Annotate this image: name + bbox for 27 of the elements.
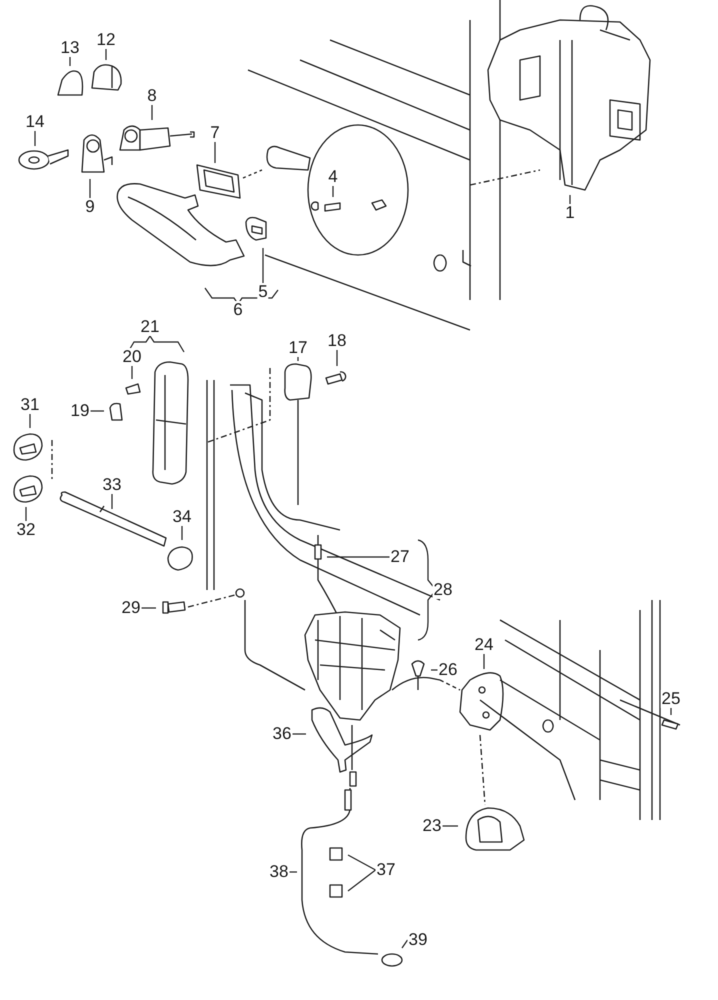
leader-line — [90, 410, 104, 412]
leader-line — [214, 142, 216, 163]
leader-line — [348, 854, 376, 871]
callout-number: 28 — [432, 581, 454, 599]
leader-line — [131, 366, 133, 379]
leader-line — [332, 186, 334, 197]
leader-line — [34, 131, 36, 146]
leader-line — [141, 607, 156, 609]
leader-line — [89, 179, 91, 198]
leader-line — [336, 350, 338, 366]
leader-line — [292, 733, 306, 735]
leader-line — [29, 414, 31, 428]
leader-line — [327, 556, 390, 558]
leader-line — [181, 526, 183, 540]
leader-line — [262, 248, 264, 283]
leader-line — [111, 494, 113, 509]
leader-line — [483, 654, 485, 669]
leader-line — [442, 825, 458, 827]
leader-line — [151, 105, 153, 120]
callout-number: 21 — [140, 318, 160, 336]
leader-line — [25, 507, 27, 521]
callout-number: 25 — [660, 690, 682, 708]
leader-line — [402, 940, 408, 948]
callout-number: 26 — [438, 661, 458, 679]
leader-line — [348, 870, 376, 892]
leader-line — [105, 49, 107, 60]
callout-number: 5 — [257, 283, 269, 301]
